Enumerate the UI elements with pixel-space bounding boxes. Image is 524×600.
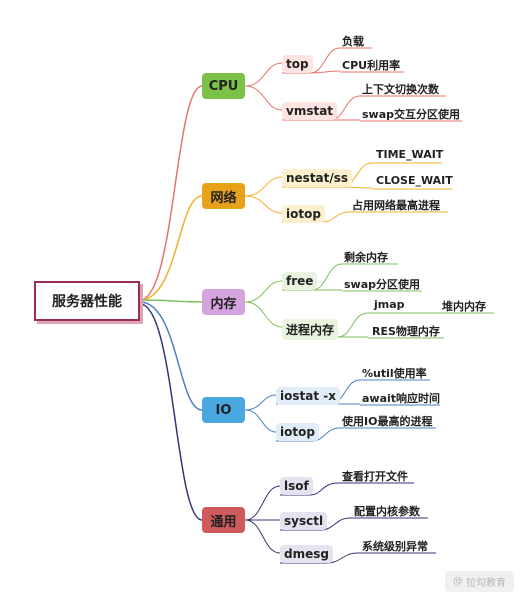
leaf-await: await响应时间 <box>362 392 441 405</box>
node-free[interactable]: free <box>282 272 318 290</box>
category-io[interactable]: IO <box>202 397 245 423</box>
category-general[interactable]: 通用 <box>202 507 245 533</box>
node-io-iotop[interactable]: iotop <box>276 423 319 441</box>
category-cpu[interactable]: CPU <box>202 73 245 99</box>
leaf-free-memory: 剩余内存 <box>344 251 388 264</box>
leaf-util: %util使用率 <box>362 367 427 380</box>
watermark: @ 拉勾教育 <box>445 571 514 592</box>
leaf-time-wait: TIME_WAIT <box>376 148 444 161</box>
node-lsof[interactable]: lsof <box>280 477 313 495</box>
leaf-swap-partition: swap分区使用 <box>344 278 421 291</box>
leaf-load: 负载 <box>342 35 364 48</box>
category-memory[interactable]: 内存 <box>202 289 245 315</box>
leaf-heap-memory: 堆内内存 <box>442 300 486 313</box>
leaf-system-errors: 系统级别异常 <box>362 540 428 553</box>
at-icon: @ <box>453 576 463 587</box>
watermark-text: 拉勾教育 <box>466 578 506 589</box>
node-jmap: jmap <box>374 298 405 311</box>
node-sysctl[interactable]: sysctl <box>280 512 328 530</box>
node-process-memory[interactable]: 进程内存 <box>282 319 339 340</box>
node-dmesg[interactable]: dmesg <box>280 545 333 563</box>
leaf-close-wait: CLOSE_WAIT <box>376 174 453 187</box>
node-iostat[interactable]: iostat -x <box>276 387 340 405</box>
leaf-cpu-usage: CPU利用率 <box>342 59 401 72</box>
leaf-top-net-process: 占用网络最高进程 <box>352 199 440 212</box>
leaf-open-files: 查看打开文件 <box>342 470 408 483</box>
category-network[interactable]: 网络 <box>202 183 245 209</box>
node-netstat[interactable]: nestat/ss <box>282 169 353 187</box>
node-vmstat[interactable]: vmstat <box>282 102 338 120</box>
node-top[interactable]: top <box>282 55 313 73</box>
leaf-context-switch: 上下文切换次数 <box>362 83 439 96</box>
leaf-kernel-params: 配置内核参数 <box>354 505 420 518</box>
leaf-res-memory: RES物理内存 <box>372 325 440 338</box>
root-node[interactable]: 服务器性能 <box>34 281 140 321</box>
leaf-swap-usage: swap交互分区使用 <box>362 108 461 121</box>
leaf-top-io-process: 使用IO最高的进程 <box>342 415 433 428</box>
node-net-iotop[interactable]: iotop <box>282 205 325 223</box>
